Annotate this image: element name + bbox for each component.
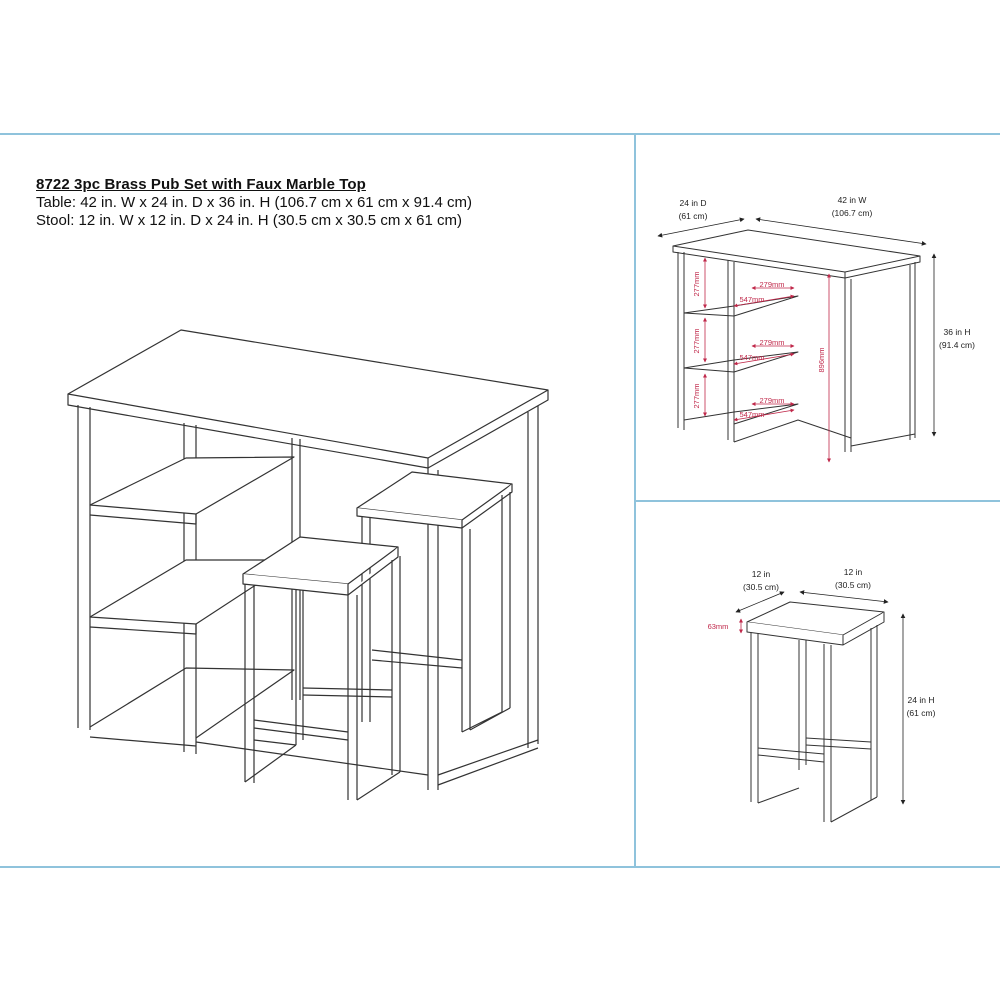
product-title: 8722 3pc Brass Pub Set with Faux Marble … — [36, 176, 366, 193]
stool-width-cm-label: (30.5 cm) — [743, 582, 779, 592]
table-depth-label: 24 in D — [680, 198, 707, 208]
shelf-depth-label-3: 547mm — [739, 410, 764, 419]
table-dimension-diagram — [672, 229, 921, 452]
stool-height-cm-label: (61 cm) — [907, 708, 936, 718]
stool-depth-cm-label: (30.5 cm) — [835, 580, 871, 590]
table-dimensions-line: Table: 42 in. W x 24 in. D x 36 in. H (1… — [36, 194, 473, 211]
stool-width-label: 12 in — [752, 569, 771, 579]
panel-border-top — [0, 133, 1000, 135]
table-clearance-label: 896mm — [817, 347, 826, 372]
stool-depth-label: 12 in — [844, 567, 863, 577]
stool-dimensions-line: Stool: 12 in. W x 12 in. D x 24 in. H (3… — [36, 212, 462, 229]
shelf-height-label-3: 277mm — [692, 383, 701, 408]
product-header: 8722 3pc Brass Pub Set with Faux Marble … — [36, 176, 472, 229]
table-height-cm-label: (91.4 cm) — [939, 340, 975, 350]
shelf-height-label-1: 277mm — [692, 271, 701, 296]
table-width-cm-label: (106.7 cm) — [832, 208, 873, 218]
shelf-width-label-2: 279mm — [759, 338, 784, 347]
stool-dimension-diagram — [746, 601, 885, 823]
table-height-label: 36 in H — [944, 327, 971, 337]
panel-border-bottom — [0, 866, 1000, 868]
table-internal-dimension-lines — [703, 257, 831, 463]
stool-dimension-arrows — [735, 590, 906, 805]
front-stool-drawing — [242, 536, 401, 801]
panel-divider-horizontal — [634, 500, 1000, 502]
shelf-depth-label-2: 547mm — [739, 353, 764, 362]
table-depth-cm-label: (61 cm) — [679, 211, 708, 221]
back-stool-drawing — [356, 471, 513, 733]
shelf-width-label-1: 279mm — [759, 280, 784, 289]
shelf-depth-label-1: 547mm — [739, 295, 764, 304]
stool-cushion-label: 63mm — [708, 622, 729, 631]
pub-table-drawing — [67, 329, 549, 790]
table-outer-dimension-arrows — [657, 217, 937, 437]
stool-height-label: 24 in H — [908, 695, 935, 705]
shelf-height-label-2: 277mm — [692, 328, 701, 353]
table-width-label: 42 in W — [838, 195, 867, 205]
shelf-width-label-3: 279mm — [759, 396, 784, 405]
